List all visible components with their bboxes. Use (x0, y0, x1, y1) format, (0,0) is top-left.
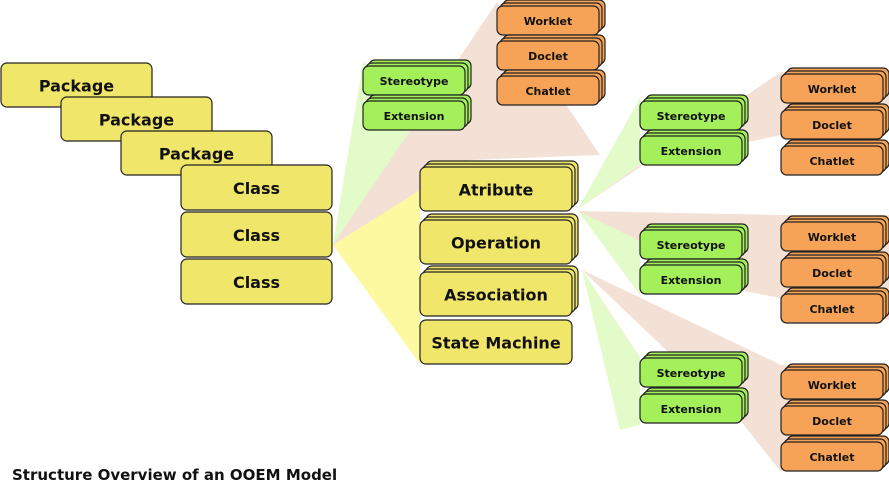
class-box[interactable]: Class (180, 164, 333, 211)
class-box[interactable]: Class (180, 258, 333, 305)
worklet-box-label: Worklet (808, 379, 857, 392)
chatlet-box-face (780, 441, 884, 472)
chatlet-box[interactable]: Chatlet (780, 139, 889, 176)
doclet-box[interactable]: Doclet (496, 34, 606, 71)
package-box-label: Package (39, 77, 114, 96)
member-box-association-face (419, 271, 573, 317)
doclet-box-label: Doclet (812, 267, 852, 280)
doclet-box-label: Doclet (812, 119, 852, 132)
doclet-box-face (780, 257, 884, 288)
extension-box[interactable]: Extension (639, 129, 749, 166)
chatlet-box-label: Chatlet (809, 303, 854, 316)
member-box-atribute-label: Atribute (459, 181, 534, 200)
member-box-state-machine[interactable]: State Machine (419, 319, 573, 365)
diagram-boxes: PackagePackagePackageClassClassClassAtri… (0, 0, 889, 472)
class-box-label: Class (233, 179, 280, 198)
worklet-box-face (780, 73, 884, 104)
extension-box-face (362, 100, 466, 131)
chatlet-box-label: Chatlet (809, 155, 854, 168)
diagram-caption: Structure Overview of an OOEM Model (12, 466, 338, 484)
class-box-label: Class (233, 273, 280, 292)
doclet-box-face (780, 405, 884, 436)
chatlet-box[interactable]: Chatlet (780, 287, 889, 324)
extension-box-face (639, 393, 743, 424)
doclet-box[interactable]: Doclet (780, 103, 889, 140)
fan-class-to-members (333, 190, 420, 364)
doclet-box-label: Doclet (528, 50, 568, 63)
class-box[interactable]: Class (180, 211, 333, 258)
stereotype-box[interactable]: Stereotype (639, 94, 749, 131)
worklet-box-label: Worklet (808, 83, 857, 96)
stereotype-box[interactable]: Stereotype (639, 223, 749, 260)
worklet-box-face (780, 369, 884, 400)
stereotype-box-face (639, 357, 743, 388)
fan-member-to-meta (582, 270, 640, 430)
extension-box-label: Extension (661, 403, 722, 416)
package-box-label: Package (99, 111, 174, 130)
member-box-state-machine-label: State Machine (431, 334, 561, 353)
extension-box-face (639, 264, 743, 295)
fan-member-to-meta (578, 98, 640, 209)
chatlet-box-label: Chatlet (809, 451, 854, 464)
extension-box[interactable]: Extension (639, 258, 749, 295)
worklet-box[interactable]: Worklet (780, 215, 889, 252)
chatlet-box[interactable]: Chatlet (496, 69, 606, 106)
extension-box[interactable]: Extension (362, 94, 472, 131)
doclet-box[interactable]: Doclet (780, 251, 889, 288)
extension-box[interactable]: Extension (639, 387, 749, 424)
member-box-atribute-face (419, 166, 573, 212)
stereotype-box-label: Stereotype (657, 367, 726, 380)
extension-box-face (639, 135, 743, 166)
class-box-face (180, 164, 333, 211)
member-box-atribute[interactable]: Atribute (419, 160, 579, 212)
member-box-association[interactable]: Association (419, 265, 579, 317)
class-box-face (180, 258, 333, 305)
member-box-operation-label: Operation (451, 234, 541, 253)
worklet-box-label: Worklet (524, 15, 573, 28)
package-box-label: Package (159, 145, 234, 164)
chatlet-box-face (780, 145, 884, 176)
doclet-box[interactable]: Doclet (780, 399, 889, 436)
worklet-box[interactable]: Worklet (496, 0, 606, 36)
member-box-operation[interactable]: Operation (419, 213, 579, 265)
stereotype-box-label: Stereotype (380, 75, 449, 88)
worklet-box[interactable]: Worklet (780, 363, 889, 400)
class-box-face (180, 211, 333, 258)
extension-box-label: Extension (661, 274, 722, 287)
chatlet-box-face (780, 293, 884, 324)
doclet-box-face (780, 109, 884, 140)
member-box-operation-face (419, 219, 573, 265)
stereotype-box[interactable]: Stereotype (639, 351, 749, 388)
member-box-association-label: Association (444, 286, 548, 305)
package-box[interactable]: Package (60, 96, 213, 142)
chatlet-box-label: Chatlet (525, 85, 570, 98)
extension-box-label: Extension (384, 110, 445, 123)
chatlet-box-face (496, 75, 600, 106)
stereotype-box[interactable]: Stereotype (362, 59, 472, 96)
doclet-box-label: Doclet (812, 415, 852, 428)
worklet-box-face (780, 221, 884, 252)
stereotype-box-label: Stereotype (657, 110, 726, 123)
stereotype-box-label: Stereotype (657, 239, 726, 252)
class-box-label: Class (233, 226, 280, 245)
worklet-box-label: Worklet (808, 231, 857, 244)
member-box-state-machine-face (419, 319, 573, 365)
worklet-box[interactable]: Worklet (780, 67, 889, 104)
extension-box-label: Extension (661, 145, 722, 158)
chatlet-box[interactable]: Chatlet (780, 435, 889, 472)
